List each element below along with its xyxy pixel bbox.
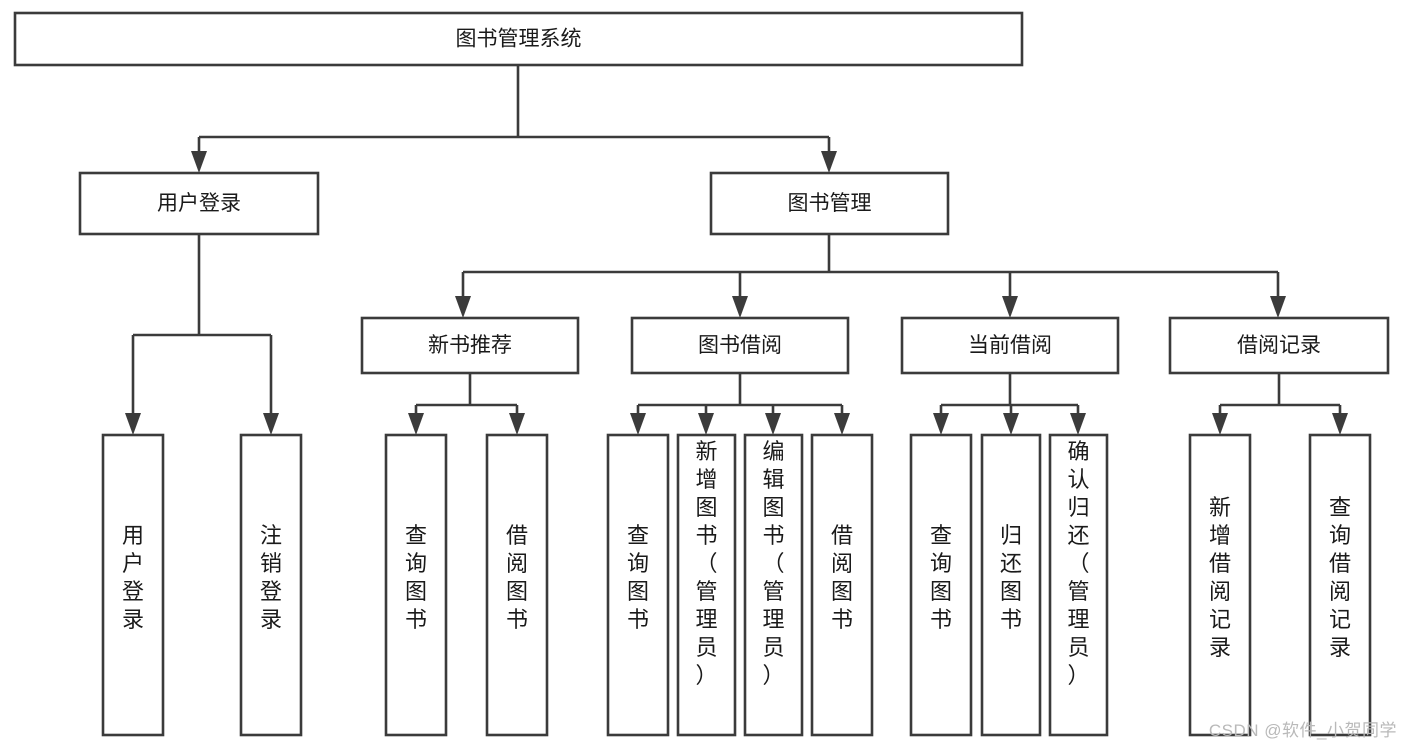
node-leaf-5-box[interactable]: [676, 433, 737, 737]
node-leaf-9[interactable]: 归还图书: [980, 433, 1042, 737]
login-drop-1-arrowhead: [263, 413, 279, 435]
node-leaf-0-label: 用户登录: [122, 523, 144, 632]
node-level3-0-box[interactable]: [360, 316, 580, 375]
node-leaf-7-label: 借阅图书: [831, 523, 853, 632]
group-3-drop-0-arrowhead: [1212, 413, 1228, 435]
node-leaf-12-box[interactable]: [1308, 433, 1372, 737]
root-drop-0-arrowhead: [191, 151, 207, 173]
node-leaf-10-label: 确认归还（管理员）: [1067, 439, 1089, 688]
node-leaf-4-label: 查询图书: [627, 523, 649, 632]
node-leaf-8-box[interactable]: [909, 433, 973, 737]
manage-drop-0-arrowhead: [455, 296, 471, 318]
manage-drop-1-arrowhead: [732, 296, 748, 318]
node-leaf-2-box[interactable]: [384, 433, 448, 737]
node-level3-3[interactable]: 借阅记录: [1168, 316, 1390, 375]
node-level3-3-label: 借阅记录: [1237, 334, 1321, 357]
node-level3-3-box[interactable]: [1168, 316, 1390, 375]
node-leaf-3-box[interactable]: [485, 433, 549, 737]
node-leaf-11[interactable]: 新增借阅记录: [1188, 433, 1252, 737]
node-leaf-12[interactable]: 查询借阅记录: [1308, 433, 1372, 737]
node-level2-1-label: 图书管理: [788, 192, 872, 215]
node-root[interactable]: 图书管理系统: [13, 11, 1024, 67]
group-3-drop-1-arrowhead: [1332, 413, 1348, 435]
node-leaf-2-label: 查询图书: [405, 523, 427, 632]
node-leaf-8[interactable]: 查询图书: [909, 433, 973, 737]
node-root-label: 图书管理系统: [456, 28, 582, 51]
node-level2-0[interactable]: 用户登录: [78, 171, 320, 236]
node-root-box[interactable]: [13, 11, 1024, 67]
node-leaf-11-label: 新增借阅记录: [1209, 495, 1231, 660]
group-1-drop-1-arrowhead: [698, 413, 714, 435]
node-leaf-3-label: 借阅图书: [506, 523, 528, 632]
node-level3-0-label: 新书推荐: [428, 334, 512, 357]
group-1-drop-0-arrowhead: [630, 413, 646, 435]
node-leaf-8-label: 查询图书: [930, 523, 952, 632]
node-leaf-4[interactable]: 查询图书: [606, 433, 670, 737]
node-level3-1-label: 图书借阅: [698, 334, 782, 357]
node-level2-0-label: 用户登录: [157, 192, 241, 215]
node-leaf-0-box[interactable]: [101, 433, 165, 737]
node-layer: 图书管理系统用户登录图书管理新书推荐图书借阅当前借阅借阅记录用户登录注销登录查询…: [13, 11, 1390, 737]
node-level3-2[interactable]: 当前借阅: [900, 316, 1120, 375]
node-level2-0-box[interactable]: [78, 171, 320, 236]
node-leaf-11-box[interactable]: [1188, 433, 1252, 737]
node-leaf-6-box[interactable]: [743, 433, 804, 737]
node-level2-1-box[interactable]: [709, 171, 950, 236]
node-leaf-9-box[interactable]: [980, 433, 1042, 737]
node-leaf-4-box[interactable]: [606, 433, 670, 737]
group-0-drop-0-arrowhead: [408, 413, 424, 435]
manage-drop-2-arrowhead: [1002, 296, 1018, 318]
node-leaf-10-box[interactable]: [1048, 433, 1109, 737]
node-leaf-6[interactable]: 编辑图书（管理员）: [743, 433, 804, 737]
node-leaf-7-box[interactable]: [810, 433, 874, 737]
node-leaf-3[interactable]: 借阅图书: [485, 433, 549, 737]
node-leaf-5[interactable]: 新增图书（管理员）: [676, 433, 737, 737]
node-level2-1[interactable]: 图书管理: [709, 171, 950, 236]
node-leaf-1[interactable]: 注销登录: [239, 433, 303, 737]
group-2-drop-2-arrowhead: [1070, 413, 1086, 435]
node-level3-1-box[interactable]: [630, 316, 850, 375]
node-leaf-12-label: 查询借阅记录: [1329, 495, 1351, 660]
node-leaf-1-box[interactable]: [239, 433, 303, 737]
node-leaf-6-label: 编辑图书（管理员）: [762, 439, 784, 688]
node-leaf-2[interactable]: 查询图书: [384, 433, 448, 737]
group-1-drop-3-arrowhead: [834, 413, 850, 435]
node-level3-2-label: 当前借阅: [968, 334, 1052, 357]
group-0-drop-1-arrowhead: [509, 413, 525, 435]
node-leaf-5-label: 新增图书（管理员）: [695, 439, 717, 688]
group-2-drop-0-arrowhead: [933, 413, 949, 435]
node-level3-1[interactable]: 图书借阅: [630, 316, 850, 375]
node-leaf-10[interactable]: 确认归还（管理员）: [1048, 433, 1109, 737]
login-drop-0-arrowhead: [125, 413, 141, 435]
manage-drop-3-arrowhead: [1270, 296, 1286, 318]
node-level3-2-box[interactable]: [900, 316, 1120, 375]
node-leaf-7[interactable]: 借阅图书: [810, 433, 874, 737]
node-leaf-9-label: 归还图书: [1000, 523, 1022, 632]
node-leaf-0[interactable]: 用户登录: [101, 433, 165, 737]
node-leaf-1-label: 注销登录: [260, 523, 282, 632]
node-level3-0[interactable]: 新书推荐: [360, 316, 580, 375]
watermark-label: CSDN @软件_小贺同学: [1208, 721, 1397, 740]
root-drop-1-arrowhead: [821, 151, 837, 173]
connector-layer: [125, 65, 1348, 435]
group-1-drop-2-arrowhead: [765, 413, 781, 435]
group-2-drop-1-arrowhead: [1003, 413, 1019, 435]
